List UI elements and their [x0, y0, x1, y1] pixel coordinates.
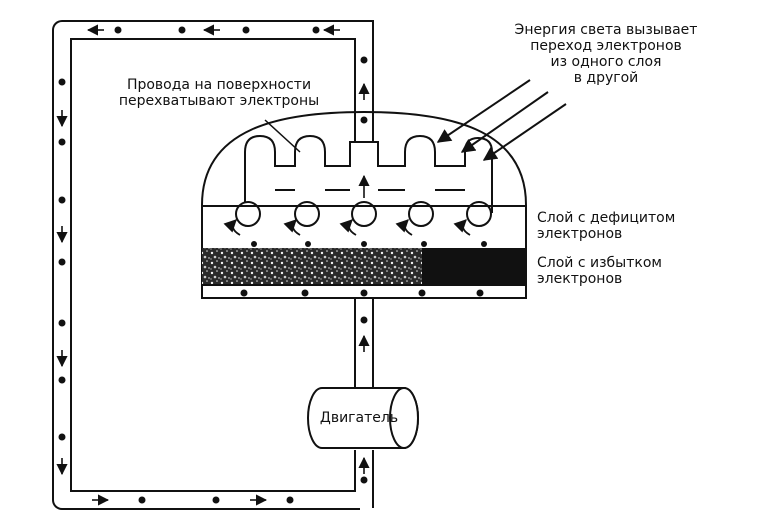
circuit-electrons — [58, 26, 368, 504]
light-rays — [436, 79, 567, 161]
light-energy-label: Энергия света вызывает переход электроно… — [514, 22, 698, 86]
excess-layer-label: Слой с избытком электронов — [537, 255, 662, 287]
circuit-direction-arrows — [56, 24, 370, 506]
deficit-layer-label: Слой с дефицитом электронов — [537, 210, 676, 242]
wires-leader-line — [264, 119, 301, 153]
layer-electrons — [240, 241, 487, 297]
motor-label: Двигатель — [319, 410, 399, 426]
motor — [307, 387, 419, 449]
surface-wires-label: Провода на поверхности перехватывают эле… — [118, 77, 320, 109]
electron-jump-arrows — [223, 219, 471, 236]
glass-dome — [201, 110, 527, 206]
